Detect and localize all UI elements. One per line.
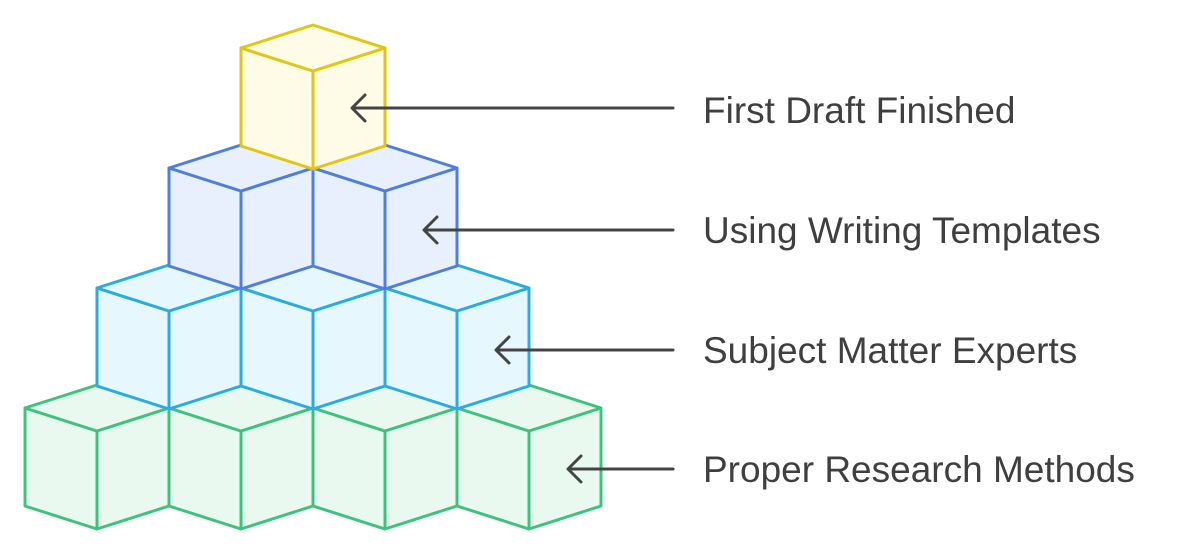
arrow-head [494, 335, 511, 365]
labels-layer: First Draft Finished Using Writing Templ… [703, 90, 1135, 490]
arrow-upper [422, 215, 675, 245]
cube-base-3 [311, 383, 459, 531]
arrows-layer [350, 93, 675, 484]
cube-upper-1 [167, 143, 315, 291]
label-using-writing-templates: Using Writing Templates [703, 210, 1101, 251]
arrow-head [566, 454, 583, 484]
cube-middle-1 [95, 263, 243, 411]
label-first-draft-finished: First Draft Finished [703, 90, 1016, 131]
arrow-head [422, 215, 439, 245]
arrow-head [350, 93, 367, 123]
arrow-top [350, 93, 675, 123]
cube-base-4 [455, 383, 603, 531]
cube-middle-2 [239, 263, 387, 411]
label-proper-research-methods: Proper Research Methods [703, 449, 1135, 490]
cube-base-1 [23, 383, 171, 531]
cube-top-face [239, 23, 387, 73]
arrow-middle [494, 335, 675, 365]
cube-top-1 [239, 23, 387, 171]
cubes-layer [23, 23, 603, 531]
label-subject-matter-experts: Subject Matter Experts [703, 330, 1077, 371]
cube-base-2 [167, 383, 315, 531]
arrow-base [566, 454, 675, 484]
